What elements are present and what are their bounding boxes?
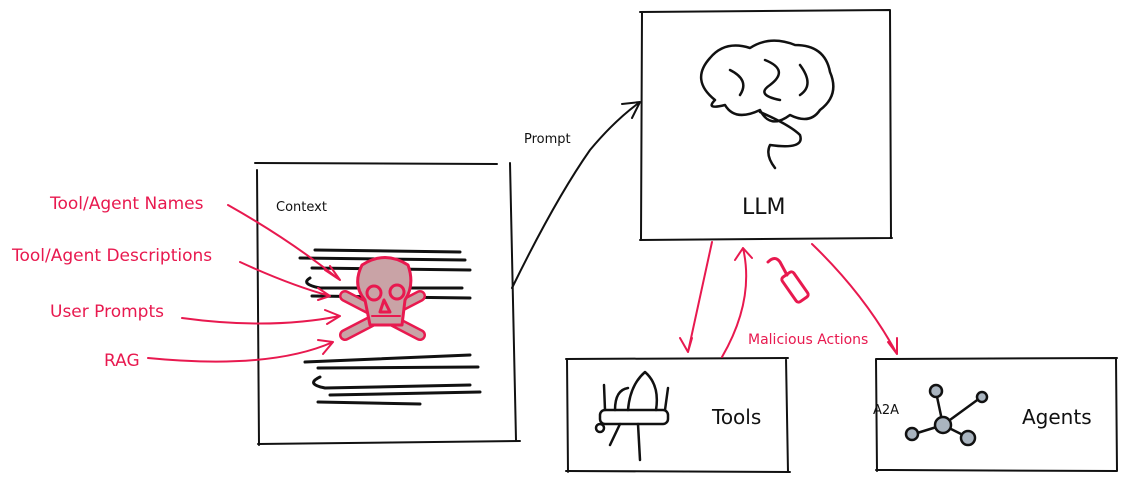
syringe-icon — [766, 257, 810, 304]
llm-label: LLM — [742, 195, 786, 220]
prompt-label: Prompt — [524, 132, 571, 147]
context-box — [254, 162, 521, 446]
prompt-arrow — [511, 101, 641, 289]
malicious-actions-label: Malicious Actions — [748, 332, 869, 348]
agents-label: Agents — [1022, 405, 1092, 429]
source-rag: RAG — [104, 351, 140, 371]
malicious-arrows — [679, 241, 898, 358]
agents-box — [875, 357, 1118, 472]
swiss-army-knife-icon — [594, 370, 670, 462]
source-tool-agent-names: Tool/Agent Names — [50, 194, 204, 214]
context-title: Context — [276, 200, 327, 215]
injection-arrows — [147, 204, 341, 363]
source-user-prompts: User Prompts — [50, 302, 164, 322]
tools-label: Tools — [712, 405, 762, 429]
brain-icon — [700, 39, 835, 170]
tools-box — [565, 357, 791, 473]
source-tool-agent-descriptions: Tool/Agent Descriptions — [12, 246, 213, 266]
skull-crossbones-icon — [339, 256, 426, 341]
a2a-label: A2A — [873, 403, 900, 418]
network-icon — [904, 383, 989, 447]
llm-box — [639, 9, 893, 241]
